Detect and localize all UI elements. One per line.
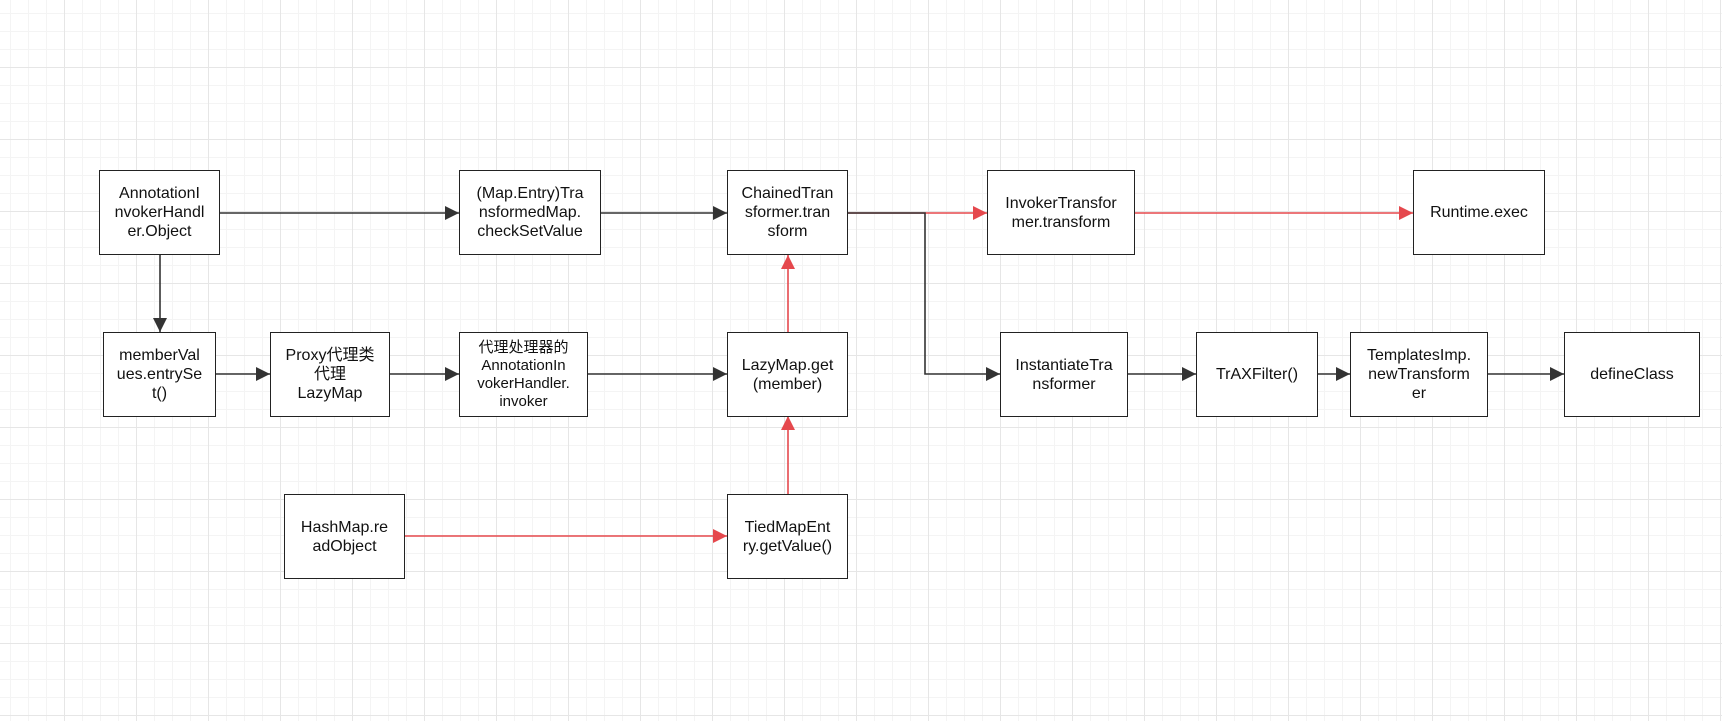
node-label: 代理处理器的 AnnotationIn vokerHandler. invoke… — [477, 338, 570, 410]
node-label: InstantiateTra nsformer — [1015, 356, 1113, 393]
node-label: LazyMap.get (member) — [741, 356, 834, 393]
node-label: AnnotationI nvokerHandl er.Object — [114, 185, 205, 240]
node-label: HashMap.re adObject — [300, 518, 389, 555]
node-proxy-handler-invoker[interactable]: 代理处理器的 AnnotationIn vokerHandler. invoke… — [459, 332, 588, 417]
node-hashmap-readobject[interactable]: HashMap.re adObject — [284, 494, 405, 579]
node-label: InvokerTransfor mer.transform — [1005, 194, 1117, 231]
node-annotation-invoker-handler[interactable]: AnnotationI nvokerHandl er.Object — [99, 170, 220, 255]
node-membervalues-entryset[interactable]: memberVal ues.entrySe t() — [103, 332, 216, 417]
node-proxy-lazymap[interactable]: Proxy代理类 代理 LazyMap — [270, 332, 390, 417]
node-label: Proxy代理类 代理 LazyMap — [285, 347, 375, 402]
node-defineclass[interactable]: defineClass — [1564, 332, 1700, 417]
node-label: TiedMapEnt ry.getValue() — [742, 518, 833, 555]
node-instantiate-transformer[interactable]: InstantiateTra nsformer — [1000, 332, 1128, 417]
node-label: ChainedTran sformer.tran sform — [741, 185, 834, 240]
node-runtime-exec[interactable]: Runtime.exec — [1413, 170, 1545, 255]
edge-chained-to-instantiate — [848, 212, 1000, 381]
node-label: (Map.Entry)Tra nsformedMap. checkSetValu… — [476, 185, 584, 240]
node-label: Runtime.exec — [1430, 204, 1528, 221]
node-chained-transformer[interactable]: ChainedTran sformer.tran sform — [727, 170, 848, 255]
node-templatesimp-newtransformer[interactable]: TemplatesImp. newTransform er — [1350, 332, 1488, 417]
node-label: TrAXFilter() — [1215, 366, 1299, 383]
node-traxfilter[interactable]: TrAXFilter() — [1196, 332, 1318, 417]
node-lazymap-get[interactable]: LazyMap.get (member) — [727, 332, 848, 417]
node-label: TemplatesImp. newTransform er — [1366, 347, 1472, 402]
node-transformedmap-checksetvalue[interactable]: (Map.Entry)Tra nsformedMap. checkSetValu… — [459, 170, 601, 255]
node-invoker-transformer[interactable]: InvokerTransfor mer.transform — [987, 170, 1135, 255]
node-tiedmapentry-getvalue[interactable]: TiedMapEnt ry.getValue() — [727, 494, 848, 579]
node-label: memberVal ues.entrySe t() — [116, 347, 203, 402]
node-label: defineClass — [1590, 366, 1674, 383]
